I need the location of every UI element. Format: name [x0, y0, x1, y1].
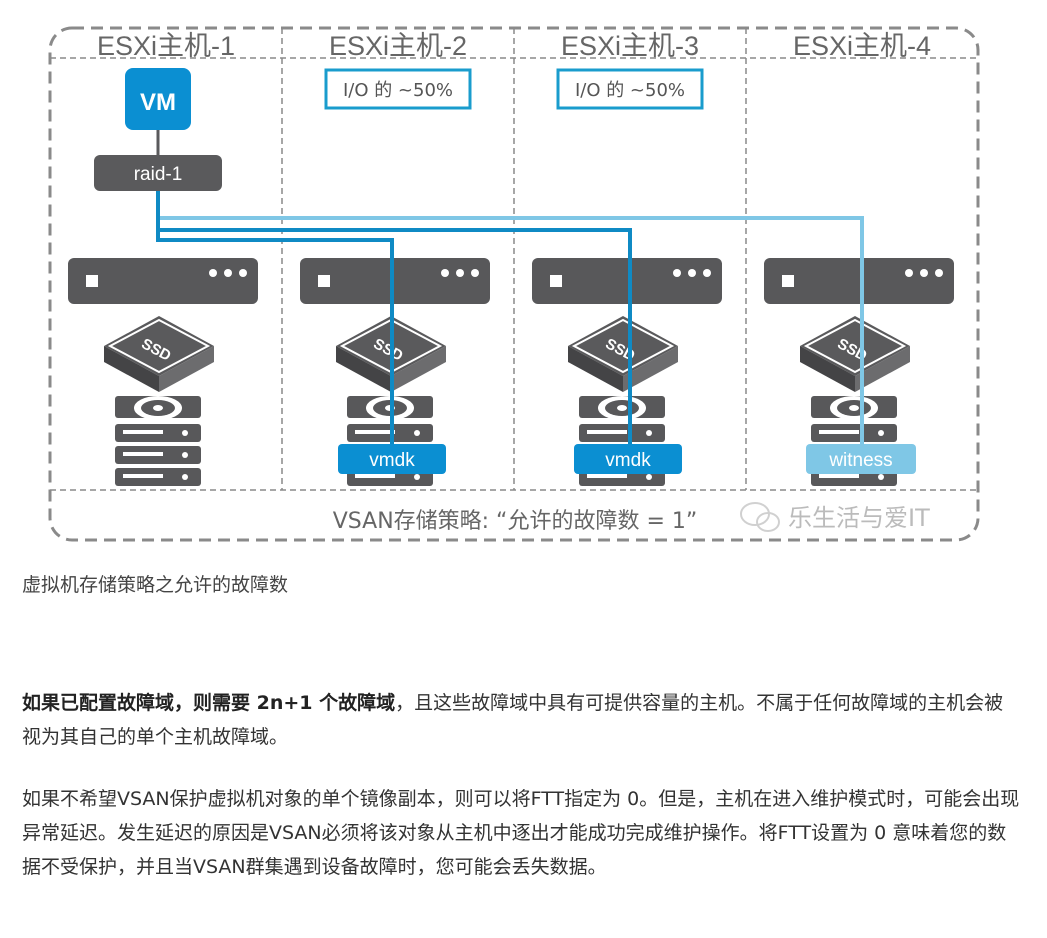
- vm-label: VM: [140, 89, 176, 116]
- server-icon: [300, 258, 490, 304]
- raid-label: raid-1: [134, 164, 183, 185]
- io-box-3: [556, 68, 704, 110]
- policy-text: VSAN存储策略: “允许的故障数 = 1”: [333, 509, 698, 534]
- vmdk-label-2: vmdk: [369, 450, 415, 471]
- figure-caption: 虚拟机存储策略之允许的故障数: [22, 574, 289, 596]
- ssd-icon: SSD: [799, 315, 911, 393]
- witness-label: witness: [828, 450, 892, 471]
- hdd-icon: [115, 396, 201, 486]
- paragraph-ftt-zero: 如果不希望VSAN保护虚拟机对象的单个镜像副本，则可以将FTT指定为 0。但是，…: [22, 788, 1020, 878]
- vm-box: [125, 68, 191, 130]
- server-icon: [68, 258, 258, 304]
- host-title-3: ESXi主机-3: [561, 31, 699, 61]
- vmdk-label-3: vmdk: [605, 450, 651, 471]
- server-icon: [532, 258, 722, 304]
- io-box-2: [324, 68, 472, 110]
- wechat-icon: [740, 502, 780, 532]
- vmdk-link-2: [156, 191, 394, 446]
- server-icon: [764, 258, 954, 304]
- ssd-icon: SSD: [335, 315, 447, 393]
- raid-box: [94, 155, 222, 191]
- io-label-2: I/O 的 ~50%: [343, 80, 453, 101]
- ssd-icon: SSD: [567, 315, 679, 393]
- watermark-text: 乐生活与爱IT: [788, 504, 930, 532]
- paragraph-bold-lead: 如果已配置故障域，则需要 2n+1 个故障域: [22, 692, 396, 714]
- paragraph-fault-domains: 如果已配置故障域，则需要 2n+1 个故障域，且这些故障域中具有可提供容量的主机…: [22, 686, 1022, 754]
- ssd-icon: SSD: [103, 315, 215, 393]
- vmdk-box-3: [574, 444, 682, 474]
- ftt-diagram: ESXi主机-1 ESXi主机-2 ESXi主机-3 ESXi主机-4 VM r…: [48, 26, 980, 542]
- host-title-2: ESXi主机-2: [329, 31, 467, 61]
- witness-box: [806, 444, 916, 474]
- paragraph-rest: ，且这些故障域中具有可提供容量的主机。不属于任何故障域的主机会被视为其自己的单个…: [22, 692, 1004, 748]
- host-title-4: ESXi主机-4: [793, 31, 931, 61]
- io-label-3: I/O 的 ~50%: [575, 80, 685, 101]
- host-title-1: ESXi主机-1: [97, 31, 235, 61]
- vmdk-box-2: [338, 444, 446, 474]
